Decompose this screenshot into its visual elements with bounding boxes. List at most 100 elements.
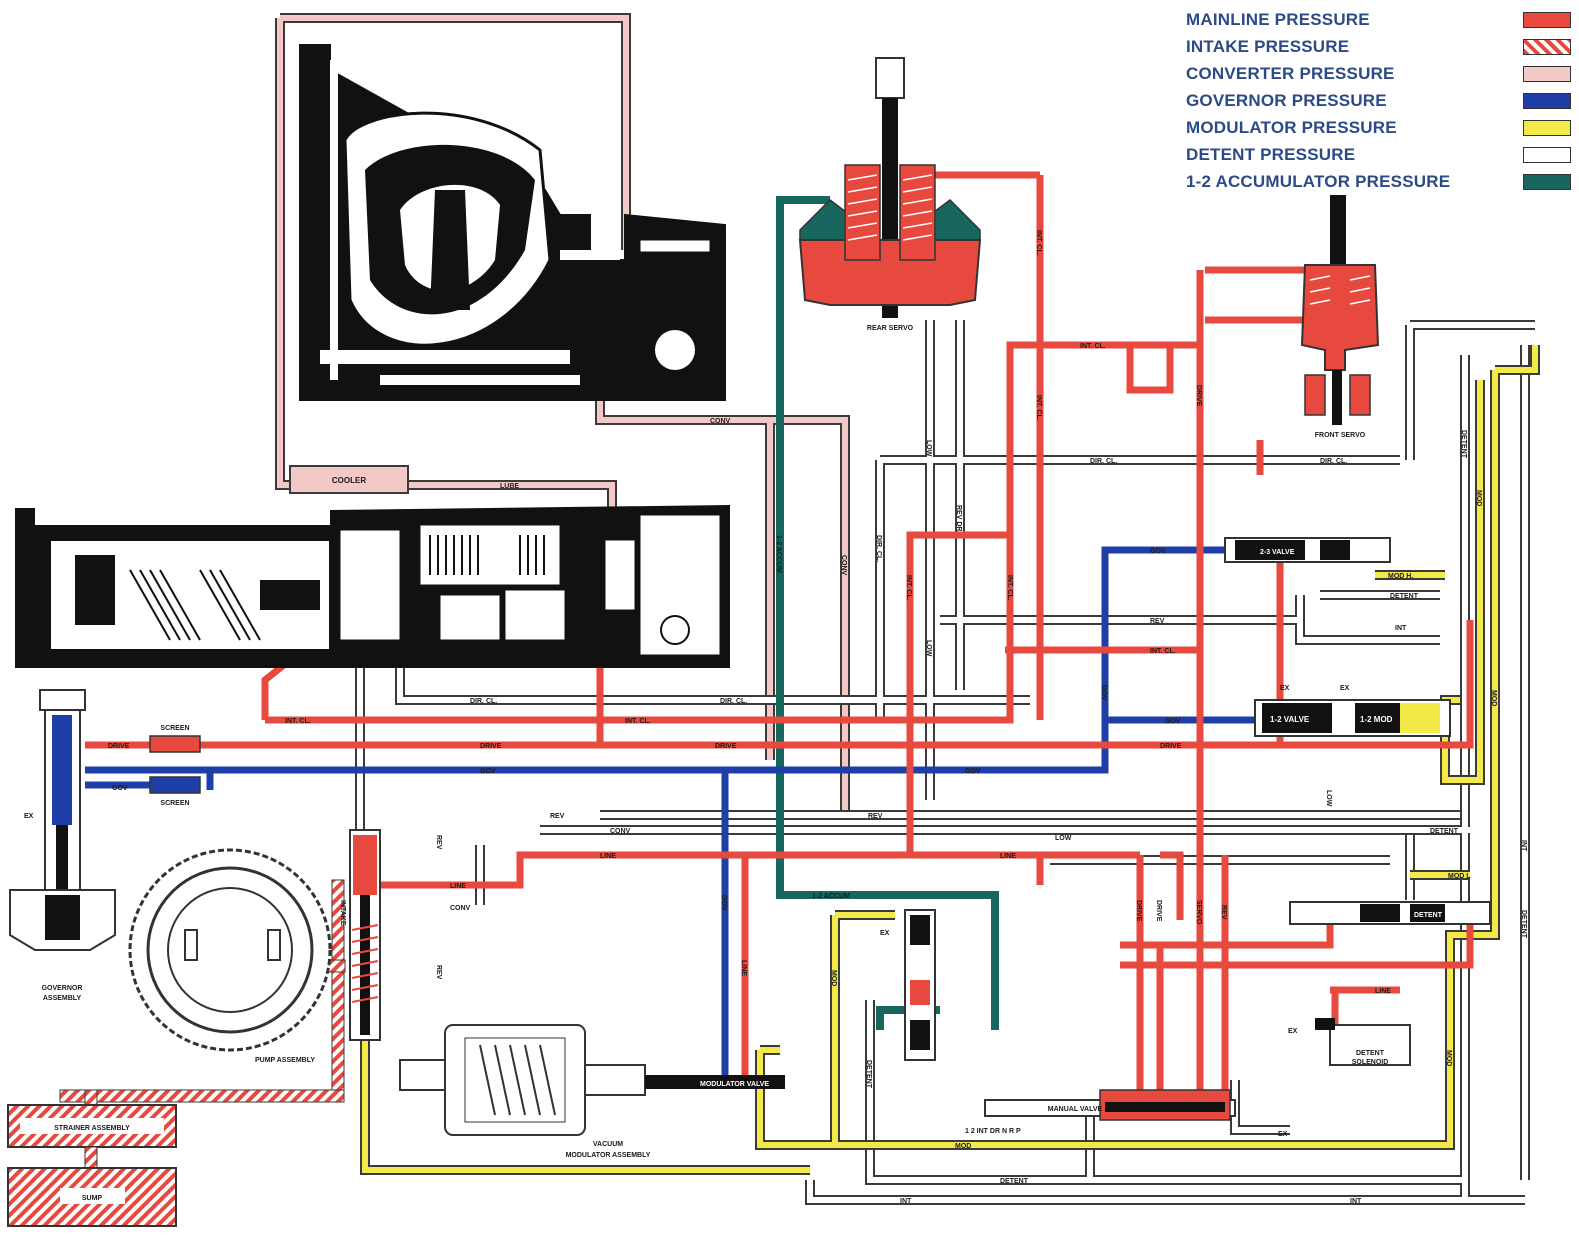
detent-solenoid-label-2: SOLENOID	[1352, 1059, 1389, 1066]
legend-label: INTAKE PRESSURE	[1186, 37, 1350, 56]
strainer-label: STRAINER ASSEMBLY	[54, 1125, 130, 1132]
valve-1-2-label: 1-2 VALVE	[1270, 715, 1310, 724]
legend-swatch-detent	[1523, 147, 1571, 163]
legend-label: 1-2 ACCUMULATOR PRESSURE	[1186, 172, 1451, 191]
label-gov-1: GOV	[112, 785, 128, 792]
label-dir-cl-2: DIR. CL.	[720, 698, 747, 705]
label-low-v: LOW	[925, 640, 932, 657]
mainline-lines	[85, 171, 1480, 1090]
label-detent-1: DETENT	[1390, 593, 1419, 600]
detent-solenoid: DETENT SOLENOID	[1315, 1018, 1411, 1066]
label-detent-v2: DETENT	[1520, 910, 1527, 939]
label-line-1: LINE	[600, 853, 616, 860]
label-rev-v2: REV	[435, 835, 442, 850]
gearbox-housing	[15, 505, 730, 668]
legend-row-accumulator: 1-2 ACCUMULATOR PRESSURE	[1186, 170, 1571, 197]
label-gov-5: GOV	[1165, 718, 1181, 725]
label-dir-cl-1: DIR. CL.	[470, 698, 497, 705]
manual-valve-label: MANUAL VALVE	[1048, 1106, 1103, 1113]
label-dir-cl-4: DIR. CL.	[1320, 458, 1347, 465]
label-int-cl-v4: INT. CL.	[1006, 575, 1013, 601]
converter-housing	[299, 44, 726, 401]
label-detent-3: DETENT	[1000, 1178, 1029, 1185]
label-ex-3: EX	[1340, 685, 1350, 692]
label-detent-v3: DETENT	[865, 1060, 872, 1089]
label-mod-v2: MOD	[1490, 690, 1497, 706]
legend-label: GOVERNOR PRESSURE	[1186, 91, 1387, 110]
label-accum: 1-2 ACCUM	[812, 893, 850, 900]
label-line-2: LINE	[1000, 853, 1016, 860]
modulator-valve-label: MODULATOR VALVE	[700, 1081, 769, 1088]
label-int-v: INT	[1520, 840, 1527, 852]
label-ex-2: EX	[1280, 685, 1290, 692]
label-accum-v: 1-2 ACCUM	[775, 535, 782, 573]
governor-assembly: GOVERNOR ASSEMBLY	[9, 689, 116, 1002]
label-gov-4: GOV	[1150, 548, 1166, 555]
legend-swatch-governor	[1523, 93, 1571, 109]
label-drive-1: DRIVE	[108, 743, 130, 750]
label-conv-3: CONV	[450, 905, 471, 912]
label-line-4: LINE	[1375, 988, 1391, 995]
legend: MAINLINE PRESSURE INTAKE PRESSURE CONVER…	[1186, 8, 1571, 197]
legend-swatch-accumulator	[1523, 174, 1571, 190]
label-rev-3: REV	[1150, 618, 1165, 625]
label-drive-v3: DRIVE	[1155, 900, 1162, 922]
legend-row-mainline: MAINLINE PRESSURE	[1186, 8, 1571, 35]
screen-label-top: SCREEN	[160, 725, 189, 732]
valve-2-3-label: 2-3 VALVE	[1260, 549, 1295, 556]
label-rev-2: REV	[868, 813, 883, 820]
label-conv-2: CONV	[610, 828, 631, 835]
label-line-v: LINE	[740, 960, 747, 976]
label-mod-v4: MOD	[1445, 1050, 1452, 1066]
label-int-1: INT	[1395, 625, 1407, 632]
label-gov-v1: GOV	[1100, 685, 1107, 701]
pump-assembly: PUMP ASSEMBLY	[128, 848, 332, 1064]
screens: SCREEN SCREEN	[149, 725, 201, 807]
legend-row-modulator: MODULATOR PRESSURE	[1186, 116, 1571, 143]
front-servo-label: FRONT SERVO	[1315, 432, 1366, 439]
label-mod-l: MOD L	[1448, 873, 1471, 880]
label-int-cl-4: INT. CL.	[1150, 648, 1176, 655]
label-mod-h: MOD H.	[1388, 573, 1413, 580]
label-int-cl-2: INT. CL.	[625, 718, 651, 725]
label-low-v3: LOW	[1325, 790, 1332, 807]
detent-lines-fill	[357, 320, 1535, 1203]
label-rev-v3: REV	[435, 965, 442, 980]
vacuum-label-1: VACUUM	[593, 1141, 623, 1148]
label-ex-6: EX	[1278, 1131, 1288, 1138]
intake-lines	[59, 879, 346, 1121]
front-servo: FRONT SERVO	[1300, 195, 1380, 439]
legend-label: MAINLINE PRESSURE	[1186, 10, 1370, 29]
label-drive-3: DRIVE	[715, 743, 737, 750]
label-drive-4: DRIVE	[1160, 743, 1182, 750]
label-detent-v1: DETENT	[1460, 430, 1467, 459]
sump-label: SUMP	[82, 1195, 103, 1202]
valve-1-2: 1-2 VALVE 1-2 MOD	[1254, 699, 1451, 737]
label-low: LOW	[1055, 835, 1072, 842]
detent-valve-label: DETENT	[1414, 912, 1443, 919]
screen-label-bottom: SCREEN	[160, 800, 189, 807]
label-gov-3: GOV	[965, 768, 981, 775]
label-int-cl-v2: INT. CL.	[1035, 395, 1042, 421]
label-ex-5: EX	[1288, 1028, 1298, 1035]
line-labels: CONV LUBE INT. CL. INT. CL. INT. CL. INT…	[24, 343, 1471, 1205]
manual-valve: MANUAL VALVE 1 2 INT DR N R P	[965, 1089, 1236, 1135]
legend-swatch-mainline	[1523, 12, 1571, 28]
legend-label: MODULATOR PRESSURE	[1186, 118, 1397, 137]
manual-valve-positions: 1 2 INT DR N R P	[965, 1128, 1021, 1135]
legend-label: CONVERTER PRESSURE	[1186, 64, 1395, 83]
label-rev-dr-v: REV DR	[955, 505, 962, 531]
accumulator-valve	[904, 909, 936, 1061]
vacuum-modulator-assembly: MODULATOR VALVE VACUUM MODULATOR ASSEMBL…	[399, 1024, 785, 1159]
label-line-3: LINE	[450, 883, 466, 890]
vacuum-label-2: MODULATOR ASSEMBLY	[566, 1152, 651, 1159]
rear-servo: REAR SERVO	[798, 57, 982, 332]
valve-2-3: 2-3 VALVE	[1224, 537, 1391, 563]
label-gov-v2: GOV	[720, 895, 727, 911]
label-gov-2: GOV	[480, 768, 496, 775]
pressure-regulator	[349, 829, 381, 1041]
legend-row-detent: DETENT PRESSURE	[1186, 143, 1571, 170]
label-rev-1: REV	[550, 813, 565, 820]
legend-label: DETENT PRESSURE	[1186, 145, 1356, 164]
